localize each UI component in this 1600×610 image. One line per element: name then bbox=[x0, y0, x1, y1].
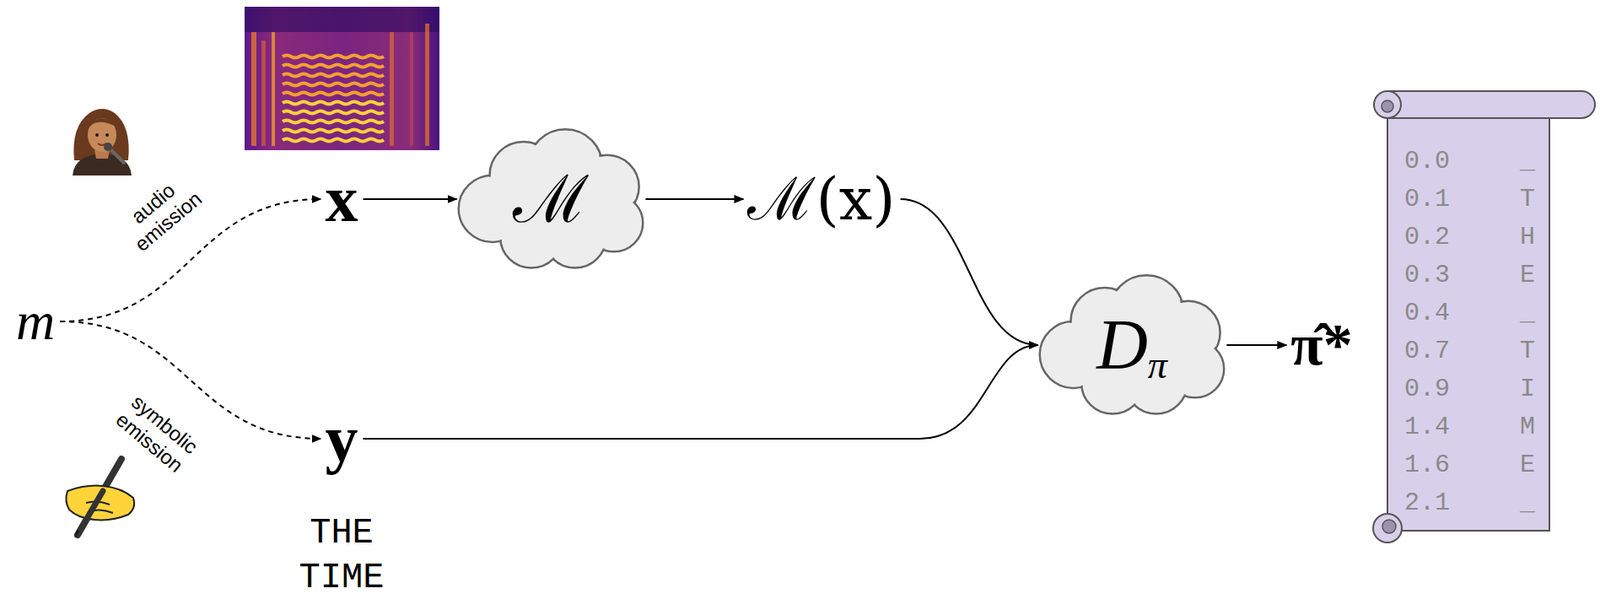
math-symbol: ℳ(x) bbox=[747, 169, 895, 229]
token-cell: T bbox=[1510, 338, 1545, 364]
edge-label: audio emission bbox=[114, 168, 206, 256]
math-symbol: x bbox=[325, 166, 359, 232]
spectrogram-image bbox=[244, 6, 440, 151]
flow-arrow bbox=[363, 198, 458, 200]
math-symbol: D bbox=[1096, 309, 1148, 381]
symbol-variable: y bbox=[322, 402, 362, 475]
alignment-output: π̂* bbox=[1287, 312, 1356, 378]
math-symbol: m bbox=[16, 294, 55, 349]
time-cell: 0.7 bbox=[1404, 338, 1464, 364]
math-symbol: π̂* bbox=[1290, 315, 1353, 375]
token-cell: _ bbox=[1510, 148, 1545, 174]
flow-arrow bbox=[363, 344, 1039, 439]
token-cell: I bbox=[1510, 376, 1545, 402]
transcript-text: THE TIME bbox=[299, 511, 385, 600]
token-cell: E bbox=[1510, 262, 1545, 288]
scroll-shape bbox=[1362, 89, 1597, 546]
decoder-cloud: Dπ bbox=[1034, 273, 1229, 417]
token-cell: _ bbox=[1510, 300, 1545, 326]
time-cell: 0.2 bbox=[1404, 224, 1464, 250]
model-cloud: ℳ bbox=[453, 127, 648, 271]
time-cell: 0.3 bbox=[1404, 262, 1464, 288]
token-cell: T bbox=[1510, 186, 1545, 212]
flow-arrow bbox=[645, 198, 744, 200]
emission-arrow bbox=[59, 321, 321, 439]
audio-variable: x bbox=[322, 162, 362, 236]
alignment-scroll: 0.0_0.1T0.2H0.3E0.4_0.7T0.9I1.4M1.6E2.1_ bbox=[1362, 89, 1597, 546]
time-cell: 2.1 bbox=[1404, 490, 1464, 516]
flow-arrow bbox=[900, 199, 1039, 345]
subscript-text: π bbox=[1147, 345, 1168, 385]
edge-label: symbolic emission bbox=[111, 389, 203, 477]
time-cell: 0.4 bbox=[1404, 300, 1464, 326]
token-cell: H bbox=[1510, 224, 1545, 250]
math-symbol: ℳ bbox=[512, 166, 589, 232]
writing-hand-icon bbox=[60, 455, 146, 540]
flow-arrow bbox=[1226, 344, 1287, 346]
singer-icon bbox=[64, 101, 141, 176]
source-variable: m bbox=[12, 290, 59, 352]
time-cell: 1.4 bbox=[1404, 414, 1464, 440]
time-cell: 1.6 bbox=[1404, 452, 1464, 478]
time-cell: 0.0 bbox=[1404, 148, 1464, 174]
time-cell: 0.1 bbox=[1404, 186, 1464, 212]
model-output: ℳ(x) bbox=[743, 166, 899, 232]
token-cell: _ bbox=[1510, 490, 1545, 516]
token-cell: E bbox=[1510, 452, 1545, 478]
time-cell: 0.9 bbox=[1404, 376, 1464, 402]
timing-table: 0.0_0.1T0.2H0.3E0.4_0.7T0.9I1.4M1.6E2.1_ bbox=[1404, 141, 1545, 522]
math-symbol: y bbox=[325, 405, 359, 472]
token-cell: M bbox=[1510, 414, 1545, 440]
